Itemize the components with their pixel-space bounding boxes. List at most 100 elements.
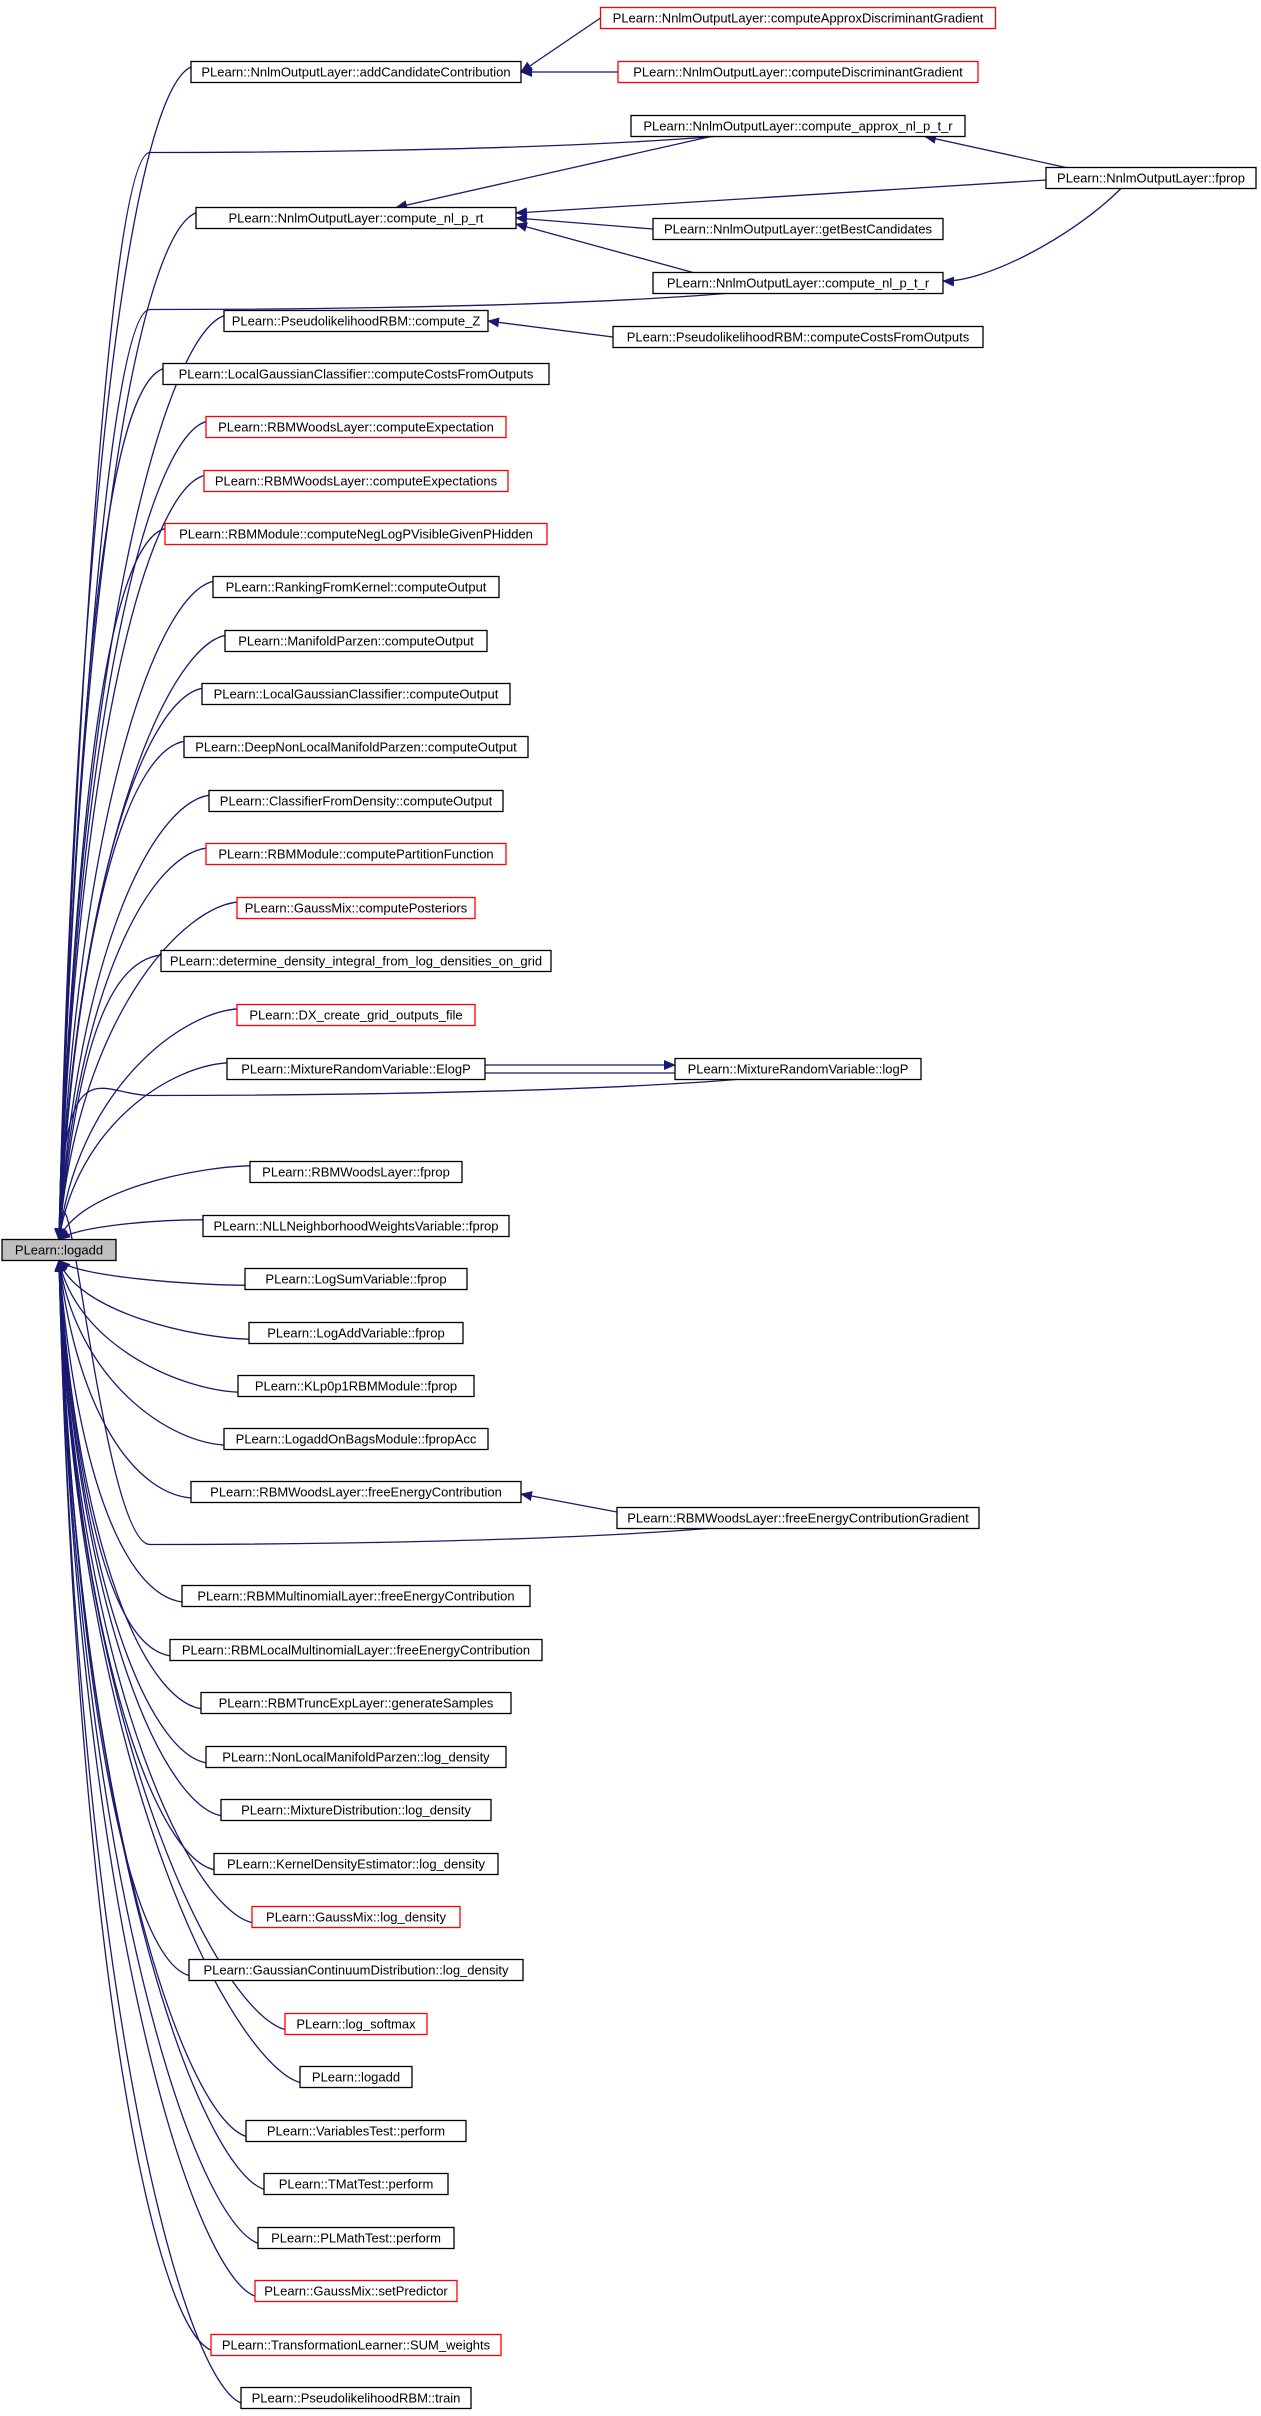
node-box bbox=[245, 2119, 467, 2143]
node-label: PLearn::LocalGaussianClassifier::compute… bbox=[214, 687, 499, 702]
node-n28[interactable]: PLearn::LogSumVariable::fprop bbox=[244, 1267, 468, 1291]
node-n14[interactable]: PLearn::RBMModule::computeNegLogPVisible… bbox=[164, 522, 548, 546]
node-n24[interactable]: PLearn::MixtureRandomVariable::ElogP bbox=[226, 1057, 486, 1081]
node-box bbox=[1, 1238, 117, 1262]
node-label: PLearn::RBMTruncExpLayer::generateSample… bbox=[219, 1696, 494, 1711]
node-n3[interactable]: PLearn::NnlmOutputLayer::computeDiscrimi… bbox=[617, 60, 979, 84]
node-label: PLearn::DeepNonLocalManifoldParzen::comp… bbox=[195, 740, 517, 755]
edge-n25-to-root bbox=[54, 1078, 737, 1241]
node-label: PLearn::MixtureRandomVariable::logP bbox=[688, 1062, 909, 1077]
node-label: PLearn::ManifoldParzen::computeOutput bbox=[238, 634, 474, 649]
node-label: PLearn::GaussianContinuumDistribution::l… bbox=[204, 1963, 509, 1978]
node-n10[interactable]: PLearn::PseudolikelihoodRBM::computeCost… bbox=[612, 325, 984, 349]
node-n2[interactable]: PLearn::NnlmOutputLayer::computeApproxDi… bbox=[599, 6, 997, 30]
node-n47[interactable]: PLearn::GaussMix::setPredictor bbox=[254, 2279, 458, 2303]
node-n18[interactable]: PLearn::DeepNonLocalManifoldParzen::comp… bbox=[183, 735, 529, 759]
edge-n2-to-n1 bbox=[520, 17, 601, 73]
node-n46[interactable]: PLearn::PLMathTest::perform bbox=[257, 2226, 455, 2250]
node-n48[interactable]: PLearn::TransformationLearner::SUM_weigh… bbox=[210, 2333, 502, 2357]
edge-n12-to-root bbox=[54, 420, 213, 1241]
node-label: PLearn::logadd bbox=[15, 1243, 103, 1258]
node-n16[interactable]: PLearn::ManifoldParzen::computeOutput bbox=[224, 629, 488, 653]
edge-n34-to-root bbox=[54, 1259, 189, 1603]
node-n38[interactable]: PLearn::MixtureDistribution::log_density bbox=[220, 1798, 492, 1822]
node-n37[interactable]: PLearn::NonLocalManifoldParzen::log_dens… bbox=[205, 1745, 507, 1769]
node-n21[interactable]: PLearn::GaussMix::computePosteriors bbox=[236, 896, 476, 920]
node-label: PLearn::RBMWoodsLayer::fprop bbox=[262, 1165, 450, 1180]
node-n43[interactable]: PLearn::logadd bbox=[299, 2065, 413, 2089]
node-box bbox=[236, 1003, 476, 1027]
node-n35[interactable]: PLearn::RBMLocalMultinomialLayer::freeEn… bbox=[169, 1638, 543, 1662]
edge-n1-to-root bbox=[54, 65, 198, 1241]
node-n4[interactable]: PLearn::NnlmOutputLayer::compute_approx_… bbox=[630, 114, 966, 138]
node-n34[interactable]: PLearn::RBMMultinomialLayer::freeEnergyC… bbox=[181, 1584, 531, 1608]
node-box bbox=[244, 1267, 468, 1291]
edge-n40-to-root bbox=[54, 1259, 259, 1924]
node-n5[interactable]: PLearn::NnlmOutputLayer::fprop bbox=[1045, 166, 1257, 190]
node-n17[interactable]: PLearn::LocalGaussianClassifier::compute… bbox=[201, 682, 511, 706]
edge-n26-to-root bbox=[58, 1165, 257, 1241]
node-n13[interactable]: PLearn::RBMWoodsLayer::computeExpectatio… bbox=[203, 469, 509, 493]
edge-n48-to-root bbox=[54, 1259, 218, 2352]
node-box bbox=[160, 949, 552, 973]
node-label: PLearn::DX_create_grid_outputs_file bbox=[249, 1008, 462, 1023]
node-n44[interactable]: PLearn::VariablesTest::perform bbox=[245, 2119, 467, 2143]
node-label: PLearn::PLMathTest::perform bbox=[271, 2231, 441, 2246]
edge-n31-to-root bbox=[55, 1259, 231, 1446]
node-box bbox=[212, 575, 500, 599]
node-n9[interactable]: PLearn::PseudolikelihoodRBM::compute_Z bbox=[223, 309, 489, 333]
node-box bbox=[674, 1057, 922, 1081]
node-n49[interactable]: PLearn::PseudolikelihoodRBM::train bbox=[240, 2386, 472, 2410]
node-box bbox=[237, 1374, 475, 1398]
node-box bbox=[251, 1905, 461, 1929]
node-label: PLearn::LogSumVariable::fprop bbox=[265, 1272, 446, 1287]
edge-n36-to-root bbox=[54, 1259, 208, 1710]
node-n45[interactable]: PLearn::TMatTest::perform bbox=[263, 2172, 449, 2196]
node-n33[interactable]: PLearn::RBMWoodsLayer::freeEnergyContrib… bbox=[616, 1506, 980, 1530]
node-n40[interactable]: PLearn::GaussMix::log_density bbox=[251, 1905, 461, 1929]
edge-n39-to-root bbox=[54, 1259, 221, 1871]
node-n36[interactable]: PLearn::RBMTruncExpLayer::generateSample… bbox=[200, 1691, 512, 1715]
edge-n18-to-root bbox=[54, 740, 191, 1241]
node-n6[interactable]: PLearn::NnlmOutputLayer::compute_nl_p_rt bbox=[195, 206, 517, 230]
node-n41[interactable]: PLearn::GaussianContinuumDistribution::l… bbox=[188, 1958, 524, 1982]
node-box bbox=[164, 522, 548, 546]
node-layer: PLearn::logadd PLearn::NnlmOutputLayer::a… bbox=[1, 6, 1257, 2410]
edge-n30-to-root bbox=[56, 1259, 245, 1393]
node-n20[interactable]: PLearn::RBMModule::computePartitionFunct… bbox=[205, 842, 507, 866]
node-box bbox=[599, 6, 997, 30]
node-n15[interactable]: PLearn::RankingFromKernel::computeOutput bbox=[212, 575, 500, 599]
node-label: PLearn::KLp0p1RBMModule::fprop bbox=[255, 1379, 457, 1394]
edge-n38-to-root bbox=[54, 1259, 228, 1817]
node-n26[interactable]: PLearn::RBMWoodsLayer::fprop bbox=[249, 1160, 463, 1184]
node-label: PLearn::PseudolikelihoodRBM::train bbox=[252, 2391, 461, 2406]
node-label: PLearn::LocalGaussianClassifier::compute… bbox=[179, 367, 534, 382]
node-box bbox=[299, 2065, 413, 2089]
node-n1[interactable]: PLearn::NnlmOutputLayer::addCandidateCon… bbox=[190, 60, 522, 84]
edge-n33-to-n32 bbox=[520, 1491, 618, 1513]
node-n39[interactable]: PLearn::KernelDensityEstimator::log_dens… bbox=[213, 1852, 499, 1876]
node-n42[interactable]: PLearn::log_softmax bbox=[284, 2012, 428, 2036]
node-label: PLearn::determine_density_integral_from_… bbox=[170, 954, 542, 969]
node-n30[interactable]: PLearn::KLp0p1RBMModule::fprop bbox=[237, 1374, 475, 1398]
node-label: PLearn::ClassifierFromDensity::computeOu… bbox=[220, 794, 493, 809]
node-box bbox=[616, 1506, 980, 1530]
node-n22[interactable]: PLearn::determine_density_integral_from_… bbox=[160, 949, 552, 973]
node-n29[interactable]: PLearn::LogAddVariable::fprop bbox=[248, 1321, 464, 1345]
edge-n23-to-root bbox=[55, 1008, 244, 1241]
node-box bbox=[652, 271, 944, 295]
node-n19[interactable]: PLearn::ClassifierFromDensity::computeOu… bbox=[208, 789, 504, 813]
node-n27[interactable]: PLearn::NLLNeighborhoodWeightsVariable::… bbox=[202, 1214, 510, 1238]
node-n32[interactable]: PLearn::RBMWoodsLayer::freeEnergyContrib… bbox=[190, 1480, 522, 1504]
node-n7[interactable]: PLearn::NnlmOutputLayer::getBestCandidat… bbox=[652, 217, 944, 241]
edge-n11-to-root bbox=[54, 367, 170, 1241]
node-box bbox=[226, 1057, 486, 1081]
node-label: PLearn::TMatTest::perform bbox=[279, 2177, 434, 2192]
node-n31[interactable]: PLearn::LogaddOnBagsModule::fpropAcc bbox=[223, 1427, 489, 1451]
node-n8[interactable]: PLearn::NnlmOutputLayer::compute_nl_p_t_… bbox=[652, 271, 944, 295]
node-n23[interactable]: PLearn::DX_create_grid_outputs_file bbox=[236, 1003, 476, 1027]
node-n12[interactable]: PLearn::RBMWoodsLayer::computeExpectatio… bbox=[205, 415, 507, 439]
node-n11[interactable]: PLearn::LocalGaussianClassifier::compute… bbox=[162, 362, 550, 386]
root-node[interactable]: PLearn::logadd bbox=[1, 1238, 117, 1262]
node-n25[interactable]: PLearn::MixtureRandomVariable::logP bbox=[674, 1057, 922, 1081]
